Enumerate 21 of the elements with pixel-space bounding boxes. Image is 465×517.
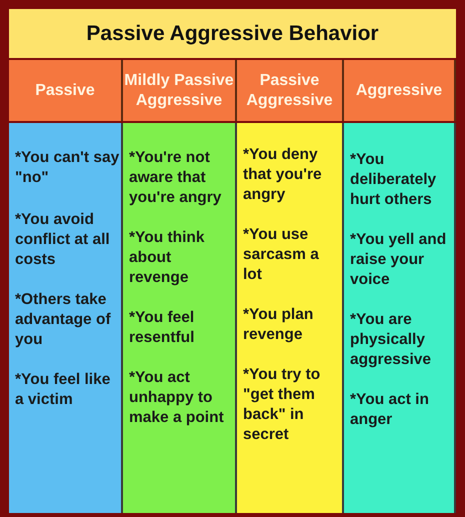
table-cell-text: *You're not aware that you're angry — [129, 148, 222, 208]
title-banner: Passive Aggressive Behavior — [9, 9, 456, 58]
column-header: Passive — [35, 80, 95, 100]
column-header: Passive Aggressive — [245, 70, 334, 110]
table-cell: *You can't say "no" — [15, 148, 120, 188]
table-cell-text: *You try to "get them back" in secret — [243, 365, 322, 445]
table-cell-text: *You use sarcasm a lot — [243, 225, 320, 285]
column-header: Mildly Passive Aggressive — [123, 70, 235, 110]
table-cell-text: *Others take advantage of you — [15, 290, 112, 350]
table-cell-text: *You are physically aggressive — [350, 310, 432, 370]
table-cell-text: *You feel like a victim — [15, 370, 112, 410]
column-header: Aggressive — [356, 80, 442, 100]
table-cell-text: *You avoid conflict at all costs — [15, 210, 111, 270]
table-cell-text: *You feel resentful — [129, 308, 196, 348]
table-cell-text: *You yell and raise your voice — [350, 230, 448, 290]
table-cell-text: *You think about revenge — [129, 228, 206, 288]
table-cell-text: *You deliberately hurt others — [350, 150, 438, 210]
table-cell-text: *You act unhappy to make a point — [129, 368, 225, 428]
table-cell-text: *You plan revenge — [243, 305, 314, 345]
table-cell-text: *You act in anger — [350, 390, 430, 430]
table-cell-text: *You deny that you're angry — [243, 145, 323, 205]
